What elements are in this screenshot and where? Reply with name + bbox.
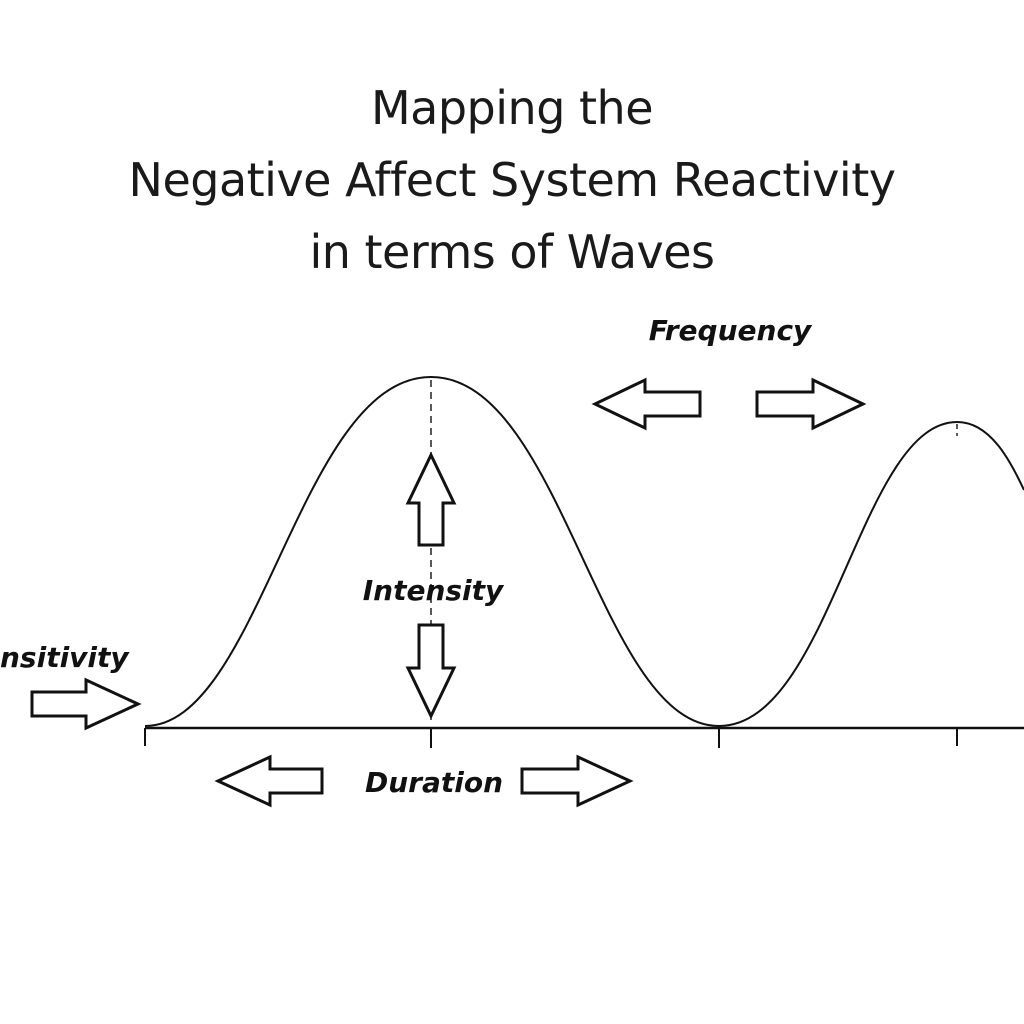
slide-title: Mapping the Negative Affect System React… — [0, 72, 1024, 288]
intensity-up-arrow-icon — [405, 451, 457, 547]
title-line-1: Mapping the — [370, 81, 654, 135]
title-line-2: Negative Affect System Reactivity — [128, 153, 896, 207]
frequency-left-arrow-icon — [591, 377, 702, 431]
intensity-down-arrow-icon — [405, 623, 457, 720]
wave-curve — [144, 375, 1024, 728]
intensity-label: Intensity — [363, 574, 505, 607]
duration-label: Duration — [365, 766, 503, 799]
title-line-3: in terms of Waves — [309, 225, 715, 279]
frequency-right-arrow-icon — [755, 377, 867, 431]
frequency-label: Frequency — [649, 314, 813, 347]
duration-right-arrow-icon — [520, 754, 634, 808]
duration-left-arrow-icon — [214, 754, 324, 808]
sensitivity-right-arrow-icon — [30, 677, 142, 731]
sensitivity-label: nsitivity — [0, 641, 130, 674]
